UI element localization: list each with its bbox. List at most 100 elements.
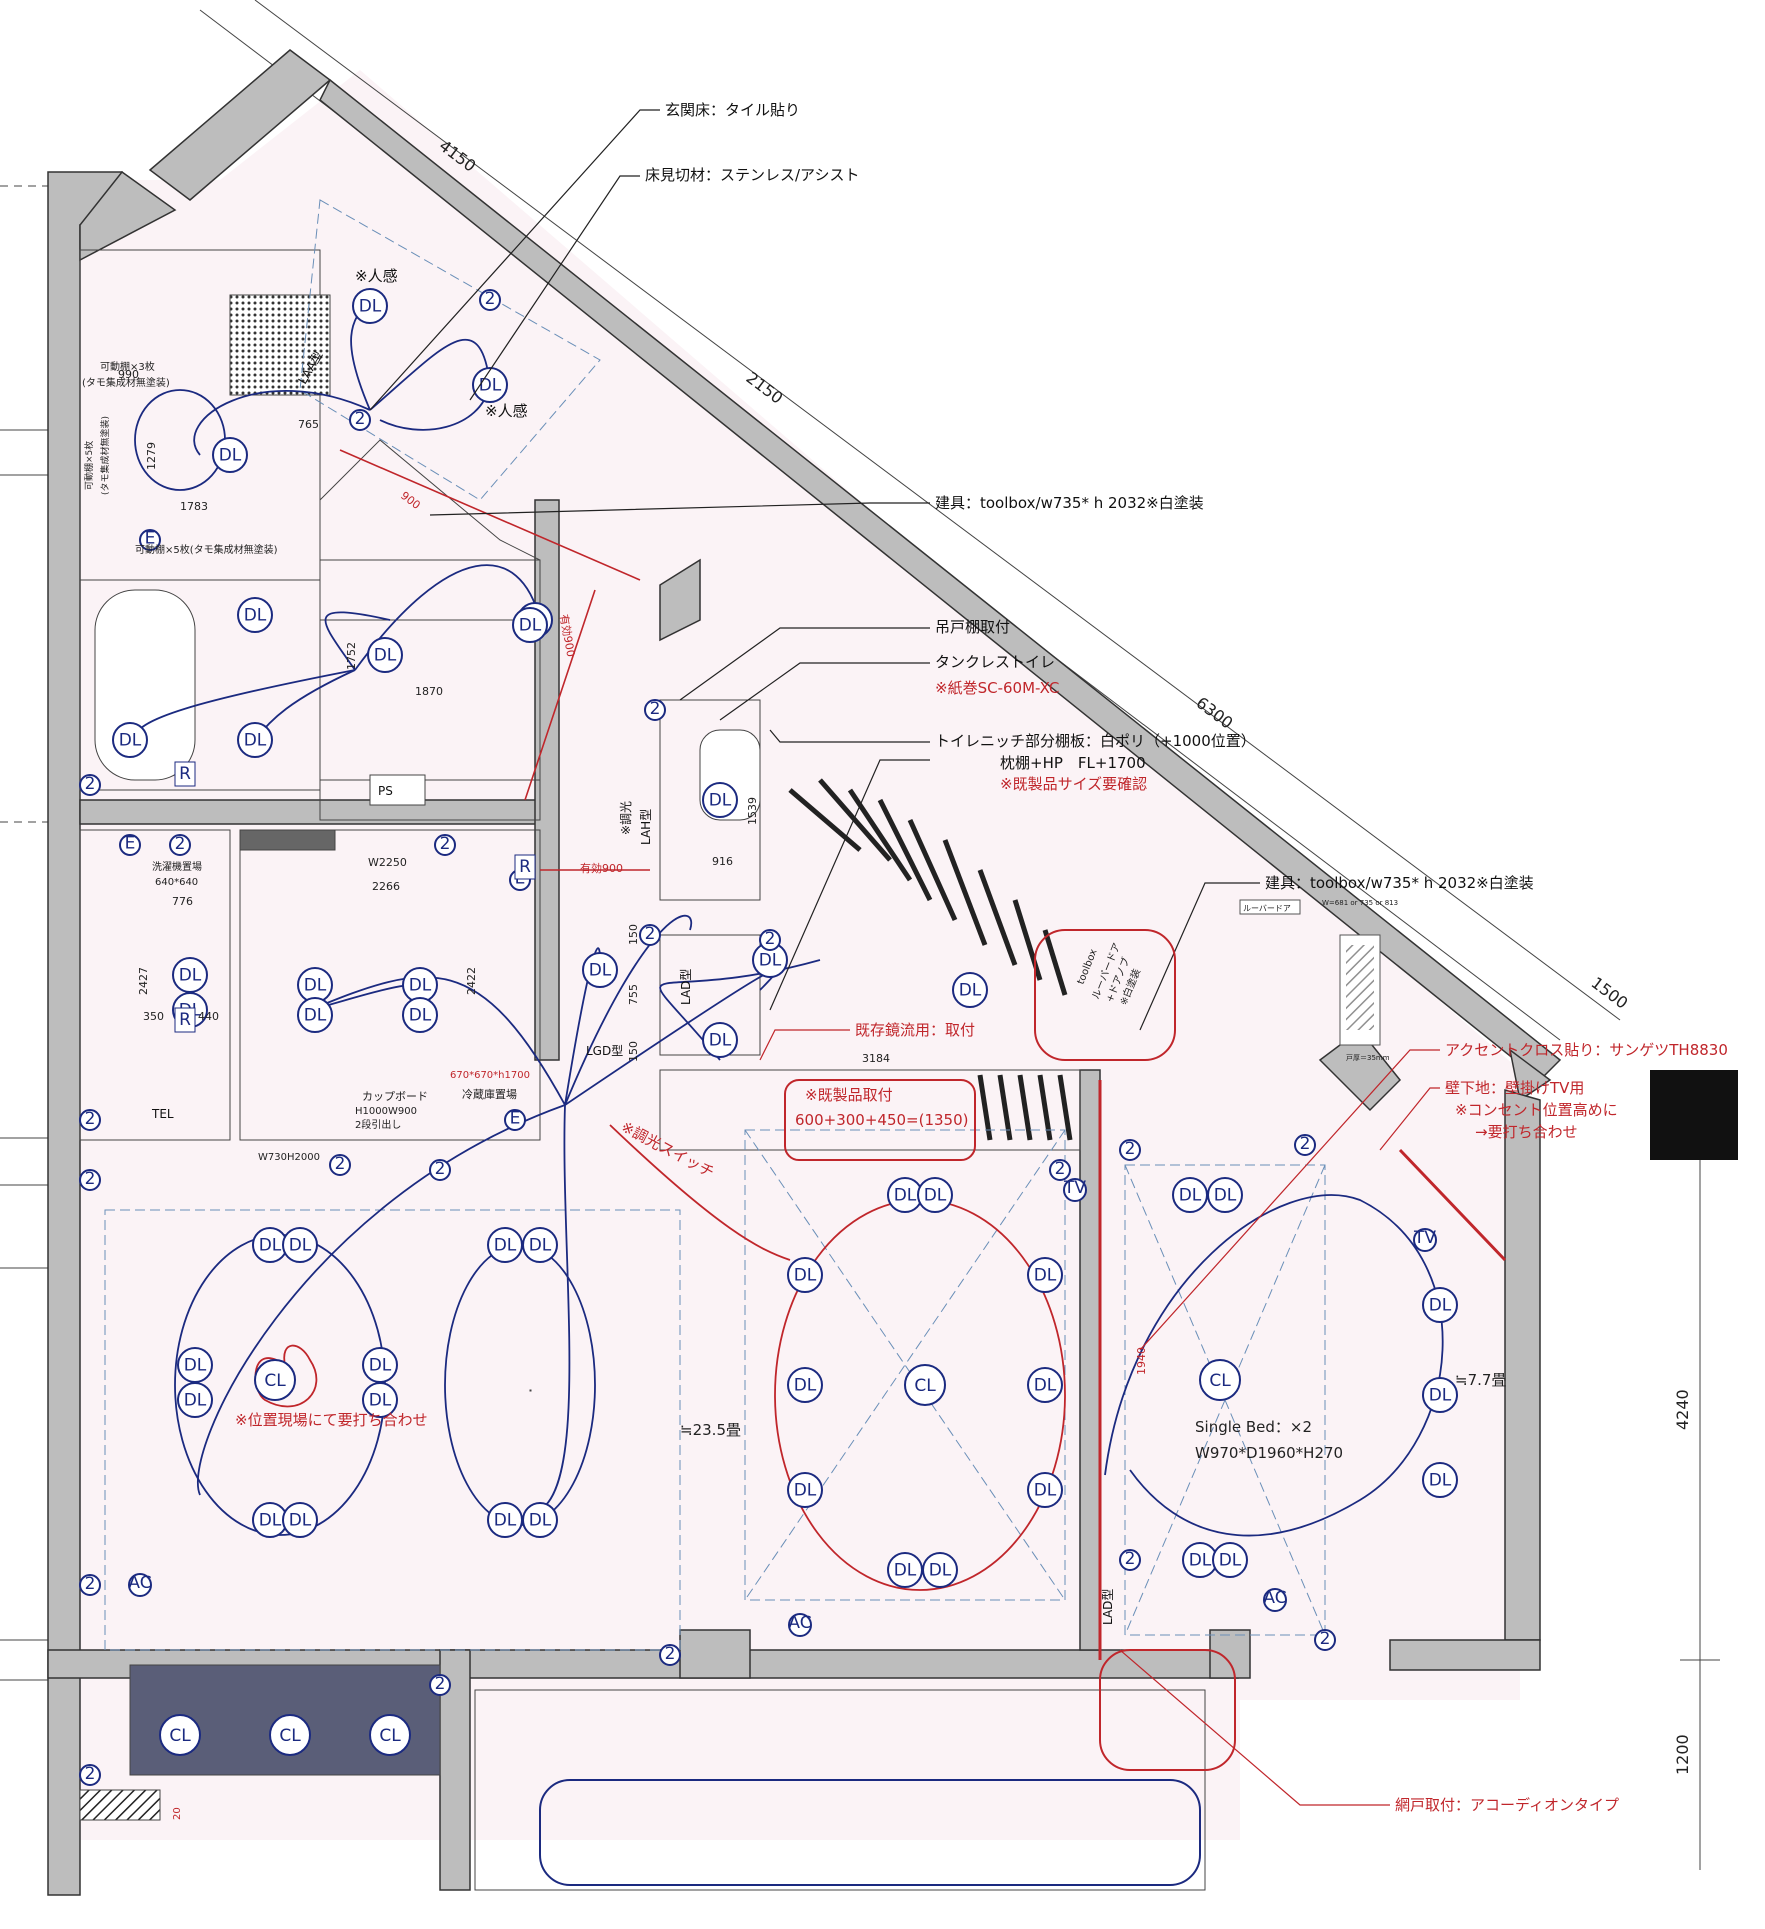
downlight: DL [1189,1551,1212,1571]
downlight: DL [369,1391,392,1411]
downlight: DL [259,1236,282,1256]
cupboard-1: カップボード [362,1090,428,1103]
eff-900-a: 有効900 [580,861,623,875]
tel-tag: TEL [151,1107,174,1121]
downlight-circle [472,367,508,403]
downlight: DL [494,1511,517,1531]
downlight: DL [519,616,542,636]
dim-1539: 1539 [746,797,759,825]
tv-outlet: TV [1063,1178,1086,1198]
outlet-circle [434,834,456,856]
outlet: 2 [485,289,496,309]
callout-tv-wall-2: ※コンセント位置高めに [1455,1101,1618,1119]
outlet-circle [479,289,501,311]
tv-outlet: TV [1413,1228,1436,1248]
room-labels: ≒23.5畳 ≒7.7畳 Single Bed：×2 W970*D1960*H2… [82,360,1506,1462]
callout-mirror: 既存鏡流用：取付 [855,1021,975,1039]
outlet-circle [79,774,101,796]
callout-ceiling-position: ※位置現場にて要打ち合わせ [235,1411,428,1429]
tv-outlet-circle [1063,1178,1087,1202]
outlet: 2 [85,774,96,794]
spec-thickness: 戸厚＝35mm [1346,1054,1390,1062]
cupboard-3: 2段引出し [355,1118,401,1131]
lad-tag-2: LAD型 [1101,1589,1115,1625]
outlet-circle [79,1764,101,1786]
dim-990: 990 [118,368,139,381]
outlet-circle [759,929,781,951]
balcony-cloud [539,1779,1201,1886]
downlight-circle [582,952,618,988]
outlet: 2 [85,1109,96,1129]
downlight-circle [352,288,388,324]
downlight: DL [1034,1266,1057,1286]
downlight: DL [1429,1296,1452,1316]
dim-4240: 4240 [1673,1389,1692,1430]
downlight: DL [1219,1551,1242,1571]
earth-outlet: E [125,834,136,854]
outlet-circle [1049,1159,1071,1181]
closet-hatching [788,778,1073,1141]
downlight-circle [512,607,548,643]
downlight: DL [374,646,397,666]
dim-1279: 1279 [145,442,158,470]
spec-width: W=681 or 735 or 813 [1322,899,1398,907]
downlight-circle [402,997,438,1033]
ceiling-light-circle [904,1364,946,1406]
outlet: 2 [355,409,366,429]
ceiling-light: CL [1209,1371,1231,1391]
downlight-circle [212,437,248,473]
outlet-circle [1294,1134,1316,1156]
outlet-circle [329,1154,351,1176]
door-spec-sketch: ルーバードア W=681 or 735 or 813 戸厚＝35mm [1239,899,1398,1062]
outlet-circle [429,1159,451,1181]
earth-outlet-circle [139,529,161,551]
outlet-circle [1314,1629,1336,1651]
aircon-unit-circle [788,1613,812,1637]
tv-outlet-circle [1413,1228,1437,1252]
w730-label: W730H2000 [258,1152,320,1163]
downlight-circle [522,1502,558,1538]
downlight: DL [894,1561,917,1581]
downlight-circle [1027,1367,1063,1403]
callout-sensor-1: ※人感 [355,267,398,285]
outlet-circle [429,1674,451,1696]
downlight: DL [1214,1186,1237,1206]
fridge-2: 冷蔵庫置場 [462,1087,517,1101]
downlight: DL [924,1186,947,1206]
outlet-circle [79,1574,101,1596]
downlight: DL [1034,1481,1057,1501]
callout-door-2: 建具：toolbox/w735* h 2032※白塗装 [1265,874,1534,892]
downlight-circle [787,1472,823,1508]
lgd-tag: LGD型 [586,1044,623,1058]
outlet: 2 [440,834,451,854]
dim-755: 755 [627,984,640,1005]
outlet-circle [79,1169,101,1191]
downlight: DL [184,1391,207,1411]
bed-spec-1: Single Bed：×2 [1195,1418,1312,1436]
outlet: 2 [645,924,656,944]
ceiling-light-circle [254,1359,296,1401]
downlight-circle [1212,1542,1248,1578]
dim-150a: 150 [627,924,640,945]
downlight-circle [282,1227,318,1263]
ceiling-light-circle [159,1714,201,1756]
downlight: DL [179,966,202,986]
r-label: R [519,857,531,877]
downlight: DL [894,1186,917,1206]
dim-1870: 1870 [415,685,443,698]
downlight-circle [952,972,988,1008]
outlet-circle [639,924,661,946]
outlet-circle [1119,1139,1141,1161]
callout-door-1: 建具：toolbox/w735* h 2032※白塗装 [935,494,1204,512]
callout-toilet-niche: トイレニッチ部分棚板：白ポリ（+1000位置） [935,732,1256,750]
outlet-circle [644,699,666,721]
ceiling-light-circle [269,1714,311,1756]
earth-outlet-circle [119,834,141,856]
ceiling-light: CL [169,1726,191,1746]
callout-threshold: 床見切材：ステンレス/アシスト [645,166,859,184]
r-label: R [179,1010,191,1030]
downlight-circle [297,997,333,1033]
downlight: DL [959,981,982,1001]
